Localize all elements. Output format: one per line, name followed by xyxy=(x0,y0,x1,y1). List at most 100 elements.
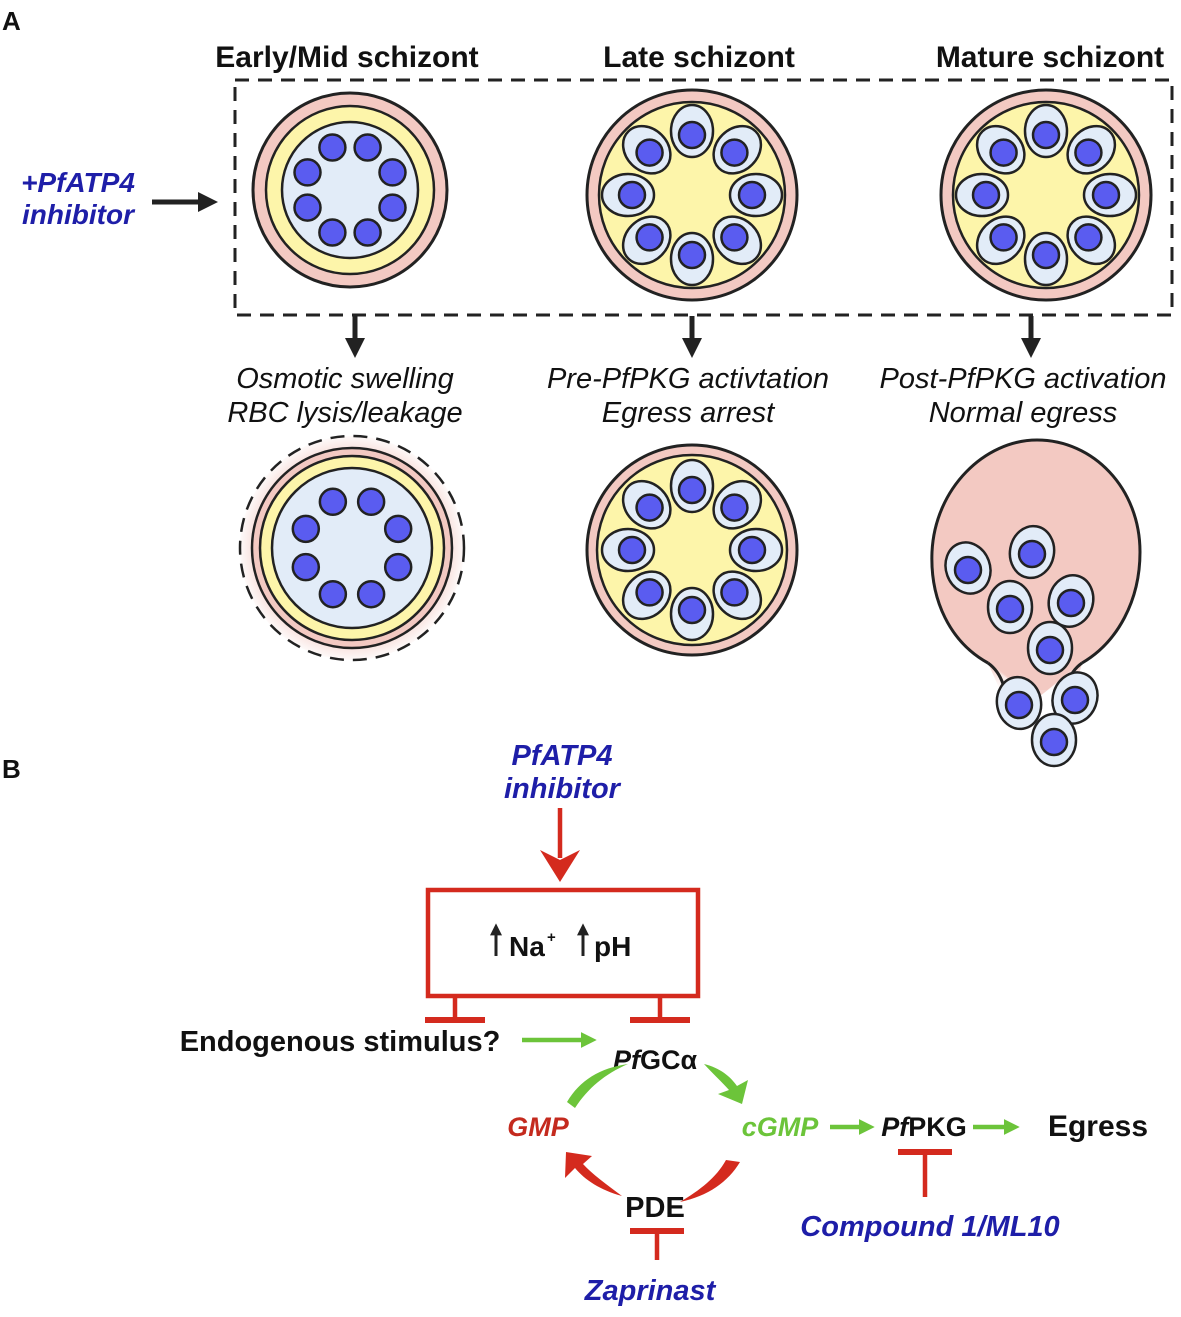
nucleus-icon xyxy=(677,475,707,505)
nucleus-icon xyxy=(293,158,322,187)
nucleus-icon xyxy=(1004,690,1034,720)
stage-title-mature: Mature schizont xyxy=(936,41,1164,74)
nucleus-icon xyxy=(635,578,664,607)
ph-increase: pH xyxy=(577,923,631,962)
nucleus-icon xyxy=(677,120,707,150)
outcome-late-line1: Pre-PfPKG activtation xyxy=(547,363,829,395)
nucleus-icon xyxy=(971,180,1001,210)
compound-label: Compound 1/ML10 xyxy=(800,1211,1059,1243)
cell-late-schizont xyxy=(585,88,799,302)
nucleus-icon xyxy=(291,514,321,544)
nucleus-icon xyxy=(720,138,749,167)
inhibition-bar-left xyxy=(425,996,485,1023)
cell-early-schizont xyxy=(251,91,449,289)
nucleus-icon xyxy=(1074,223,1103,252)
outcome-early-line1: Osmotic swelling xyxy=(236,363,454,395)
inhibitor-red-arrow xyxy=(540,808,580,882)
panel-a-label: A xyxy=(2,6,21,36)
pfpkg-label: PfPKG xyxy=(881,1112,967,1142)
nucleus-icon xyxy=(989,223,1018,252)
treatment-label-line2: inhibitor xyxy=(22,199,136,230)
na-label: Na xyxy=(509,931,545,962)
treatment-label-line1: +PfATP4 xyxy=(21,167,135,198)
nucleus-icon xyxy=(318,218,347,247)
nucleus-icon xyxy=(1039,727,1069,757)
nucleus-icon xyxy=(318,487,348,517)
pde-label: PDE xyxy=(625,1192,685,1224)
cycle-arrow-gc-to-cgmp xyxy=(704,1064,748,1104)
stage-title-late: Late schizont xyxy=(603,41,795,74)
cell-egress-arrest xyxy=(585,443,799,657)
cgmp-label: cGMP xyxy=(742,1112,820,1142)
nucleus-icon xyxy=(356,579,386,609)
nucleus-icon xyxy=(720,223,749,252)
compound-inhibition-bar xyxy=(898,1149,952,1197)
nucleus-icon xyxy=(1031,240,1061,270)
nucleus-icon xyxy=(378,158,407,187)
nucleus-icon xyxy=(635,138,664,167)
nucleus-icon xyxy=(318,579,348,609)
nucleus-icon xyxy=(353,218,382,247)
nucleus-icon xyxy=(677,240,707,270)
zaprinast-label: Zaprinast xyxy=(584,1275,717,1307)
cycle-arrow-gmp-to-gc xyxy=(567,1064,628,1108)
outcome-mature-line2: Normal egress xyxy=(929,397,1118,429)
nucleus-icon xyxy=(1031,120,1061,150)
nucleus-icon xyxy=(1035,635,1065,665)
nucleus-icon xyxy=(737,535,767,565)
cycle-arrow-pde-to-gmp xyxy=(565,1152,622,1196)
pfgc-label: PfGCα xyxy=(613,1045,698,1075)
endogenous-stimulus-label: Endogenous stimulus? xyxy=(180,1026,501,1058)
nucleus-icon xyxy=(989,138,1018,167)
nucleus-icon xyxy=(293,193,322,222)
merozoite-ring xyxy=(600,458,784,642)
na-charge: + xyxy=(547,929,556,946)
cell-normal-egress xyxy=(930,438,1142,768)
nucleus-icon xyxy=(1017,539,1047,569)
nuclei-group xyxy=(293,133,407,247)
nucleus-icon xyxy=(1074,138,1103,167)
nucleus-icon xyxy=(617,535,647,565)
nucleus-icon xyxy=(995,594,1025,624)
inhibitor-label-line2: inhibitor xyxy=(504,773,622,805)
nucleus-icon xyxy=(378,193,407,222)
nucleus-icon xyxy=(383,514,413,544)
nucleus-icon xyxy=(1056,588,1086,618)
nucleus-icon xyxy=(953,555,983,585)
merozoite-scatter xyxy=(944,524,1099,768)
merozoite-ring xyxy=(954,103,1138,287)
nucleus-icon xyxy=(353,133,382,162)
ion-change-box xyxy=(425,887,701,999)
nucleus-icon xyxy=(291,552,321,582)
nucleus-icon xyxy=(617,180,647,210)
outcome-early-line2: RBC lysis/leakage xyxy=(227,397,462,429)
nucleus-icon xyxy=(1060,685,1090,715)
nucleus-icon xyxy=(635,493,664,522)
inhibitor-label-line1: PfATP4 xyxy=(512,740,613,772)
outcome-mature-line1: Post-PfPKG activation xyxy=(880,363,1167,395)
nucleus-icon xyxy=(1091,180,1121,210)
nucleus-icon xyxy=(677,595,707,625)
outcome-late-line2: Egress arrest xyxy=(602,397,776,429)
cell-mature-schizont xyxy=(939,88,1153,302)
inhibition-bar-right xyxy=(630,996,690,1023)
nucleus-icon xyxy=(720,493,749,522)
treatment-window-frame xyxy=(233,78,1174,317)
cycle-arrow-cgmp-to-pde xyxy=(680,1160,740,1202)
nucleus-icon xyxy=(383,552,413,582)
na-increase: Na + xyxy=(490,923,556,962)
nucleus-icon xyxy=(356,487,386,517)
zaprinast-inhibition-bar xyxy=(630,1228,684,1260)
stage-title-early: Early/Mid schizont xyxy=(215,41,478,74)
nucleus-icon xyxy=(737,180,767,210)
nucleus-icon xyxy=(635,223,664,252)
nucleus-icon xyxy=(318,133,347,162)
cell-swollen-lysed xyxy=(238,434,466,662)
nuclei-group xyxy=(291,487,413,609)
gmp-label: GMP xyxy=(507,1112,569,1142)
panel-b-label: B xyxy=(2,754,21,784)
merozoite-ring xyxy=(600,103,784,287)
egress-label: Egress xyxy=(1048,1110,1148,1143)
ph-label: pH xyxy=(594,931,631,962)
